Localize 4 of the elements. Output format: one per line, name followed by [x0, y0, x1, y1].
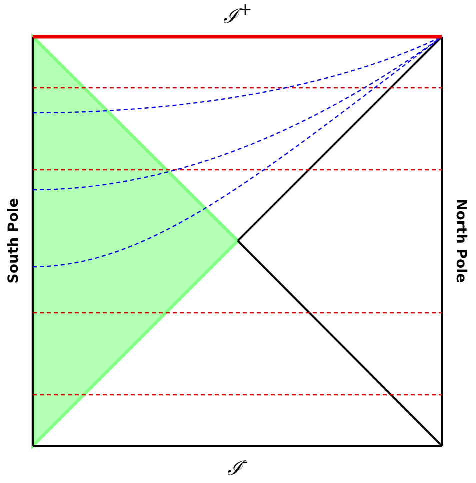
future-infinity-label: ℐ$^{+}$ [224, 2, 252, 26]
past-infinity-label: ℐ$^{-}$ [228, 454, 248, 478]
pole-label: South Pole [7, 198, 21, 284]
pole-label: North Pole [454, 199, 468, 283]
